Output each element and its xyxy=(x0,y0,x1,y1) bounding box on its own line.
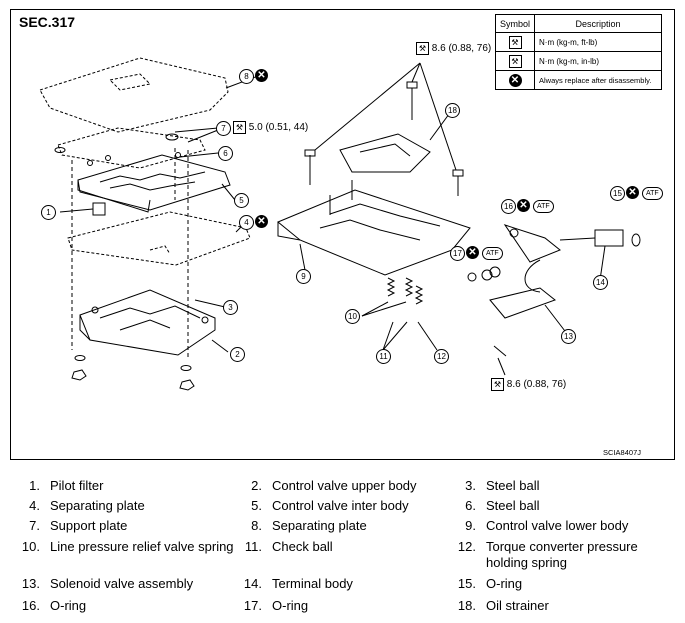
part-name: Separating plate xyxy=(50,498,145,513)
part-name: Control valve lower body xyxy=(486,518,629,533)
torque-label-item7: ⚒ 5.0 (0.51, 44) xyxy=(233,121,308,134)
callout-2: 2 xyxy=(230,347,245,362)
callout-8: 8 xyxy=(239,69,254,84)
support-plate-drawing xyxy=(54,127,206,169)
callout-4: 4 xyxy=(239,215,254,230)
o-ring-15-drawing xyxy=(631,233,641,247)
part-name: O-ring xyxy=(272,598,309,613)
part-name: Control valve inter body xyxy=(272,498,409,513)
part-name-continued: holding spring xyxy=(486,555,567,570)
part-number: 5. xyxy=(251,498,262,513)
torque-wrench-small-icon: ⚒ xyxy=(233,121,246,134)
replace-icon: ✕ xyxy=(255,69,268,82)
legend-row-desc: N·m (kg-m, ft-lb) xyxy=(534,32,663,52)
part-name: Separating plate xyxy=(272,518,367,533)
atf-tag: ATF xyxy=(533,200,554,213)
part-number: 1. xyxy=(29,478,40,493)
lower-separating-plate-drawing xyxy=(67,211,251,266)
callout-5: 5 xyxy=(234,193,249,208)
legend-col-description: Description xyxy=(534,14,663,33)
terminal-body-drawing xyxy=(559,229,624,247)
replace-icon: ✕ xyxy=(517,199,530,212)
part-number: 11. xyxy=(244,539,262,554)
replace-icon: ✕ xyxy=(255,215,268,228)
replace-icon: ✕ xyxy=(626,186,639,199)
callout-17: 17 xyxy=(450,246,465,261)
inter-body-drawing xyxy=(77,152,231,213)
part-number: 3. xyxy=(465,478,476,493)
part-name: Line pressure relief valve spring xyxy=(50,539,234,554)
oil-strainer-drawing xyxy=(339,133,431,173)
part-name: O-ring xyxy=(50,598,87,613)
torque-label-top: ⚒ 8.6 (0.88, 76) xyxy=(416,42,491,55)
callout-6: 6 xyxy=(218,146,233,161)
legend-row-desc: Always replace after disassembly. xyxy=(534,70,663,90)
legend-row-desc: N·m (kg-m, in-lb) xyxy=(534,51,663,71)
torque-label-bottom: ⚒ 8.6 (0.88, 76) xyxy=(491,378,566,391)
part-number: 15. xyxy=(457,576,476,591)
lower-body-drawing xyxy=(277,180,471,276)
part-name: Check ball xyxy=(272,539,333,554)
callout-16: 16 xyxy=(501,199,516,214)
replace-icon: ✕ xyxy=(466,246,479,259)
callout-10: 10 xyxy=(345,309,360,324)
part-name: Steel ball xyxy=(486,498,540,513)
replace-icon: ✕ xyxy=(508,73,522,87)
diagram-frame xyxy=(10,9,675,460)
torque-wrench-icon: ⚒ xyxy=(508,35,522,49)
pilot-filter-drawing xyxy=(92,202,106,216)
solenoid-assembly-drawing xyxy=(489,224,561,319)
part-number: 9. xyxy=(465,518,476,533)
figure-code: SCIA8407J xyxy=(603,448,641,457)
part-number: 10. xyxy=(21,539,40,554)
part-name: O-ring xyxy=(486,576,523,591)
section-label: SEC.317 xyxy=(19,14,76,30)
callout-1: 1 xyxy=(41,205,56,220)
springs-drawing xyxy=(386,228,519,305)
part-name: Torque converter pressure xyxy=(486,539,638,554)
torque-wrench-small-icon: ⚒ xyxy=(508,54,522,68)
part-number: 18. xyxy=(457,598,476,613)
part-number: 13. xyxy=(21,576,40,591)
callout-15: 15 xyxy=(610,186,625,201)
part-number: 16. xyxy=(21,598,40,613)
symbol-legend: Symbol Description ⚒ N·m (kg-m, ft-lb) ⚒… xyxy=(494,14,663,90)
part-number: 7. xyxy=(29,518,40,533)
part-number: 8. xyxy=(251,518,262,533)
atf-tag: ATF xyxy=(642,187,663,200)
part-number: 14. xyxy=(243,576,262,591)
upper-body-drawing xyxy=(79,289,216,356)
part-number: 6. xyxy=(465,498,476,513)
callout-12: 12 xyxy=(434,349,449,364)
callout-13: 13 xyxy=(561,329,576,344)
exploded-view-drawing xyxy=(39,57,641,391)
part-number: 17. xyxy=(243,598,262,613)
callout-7: 7 xyxy=(216,121,231,136)
torque-wrench-icon-bottom: ⚒ xyxy=(491,378,504,391)
part-number: 4. xyxy=(29,498,40,513)
part-name: Control valve upper body xyxy=(272,478,417,493)
part-name: Support plate xyxy=(50,518,128,533)
callout-3: 3 xyxy=(223,300,238,315)
torque-wrench-icon: ⚒ xyxy=(416,42,429,55)
legend-col-symbol: Symbol xyxy=(494,14,536,33)
part-name: Pilot filter xyxy=(50,478,104,493)
part-name: Solenoid valve assembly xyxy=(50,576,194,591)
callout-11: 11 xyxy=(376,349,391,364)
part-name: Terminal body xyxy=(272,576,353,591)
callout-18: 18 xyxy=(445,103,460,118)
part-name: Steel ball xyxy=(486,478,540,493)
part-number: 2. xyxy=(251,478,262,493)
bolts-right-drawing xyxy=(304,81,507,357)
atf-tag: ATF xyxy=(482,247,503,260)
callout-9: 9 xyxy=(296,269,311,284)
bolts-left-drawing xyxy=(71,148,195,391)
callout-14: 14 xyxy=(593,275,608,290)
part-number: 12. xyxy=(457,539,476,554)
part-name: Oil strainer xyxy=(486,598,549,613)
separating-plate-drawing xyxy=(39,57,229,133)
